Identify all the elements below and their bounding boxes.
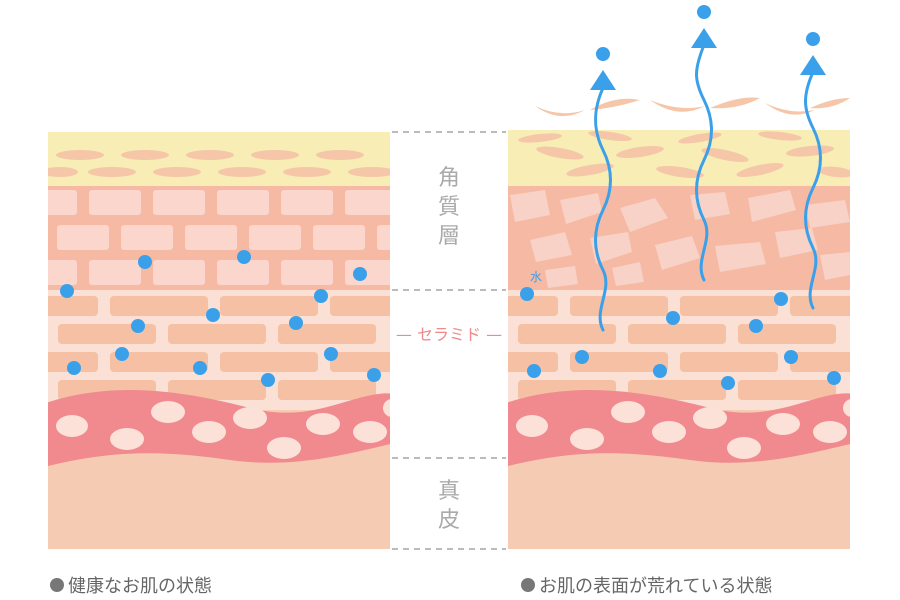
surface-flakes	[48, 150, 390, 177]
water-droplets-rough	[520, 287, 841, 390]
svg-text:質: 質	[438, 195, 460, 220]
arrow-up-icon	[800, 55, 826, 75]
stratum-corneum-label: 角 質 層	[438, 166, 460, 249]
healthy-skin-caption: 健康なお肌の状態	[50, 572, 212, 598]
svg-text:角: 角	[438, 166, 460, 191]
svg-text:層: 層	[438, 224, 460, 249]
ceramide-label: — セラミド —	[396, 325, 502, 344]
evaporation-arrow	[695, 43, 713, 282]
arrow-up-icon	[590, 70, 616, 90]
water-droplets-healthy	[60, 250, 381, 387]
svg-text:皮: 皮	[438, 508, 460, 533]
epidermis-cells	[508, 296, 850, 400]
rough-skin-caption: お肌の表面が荒れている状態	[521, 572, 772, 598]
evaporation-arrows	[594, 43, 822, 332]
evaporation-arrow	[804, 70, 822, 310]
peeling-flakes	[535, 97, 850, 117]
healthy-caption-text: 健康なお肌の状態	[68, 576, 212, 597]
arrow-heads	[590, 5, 826, 90]
layer-divider-lines	[392, 131, 506, 550]
basal-cells	[56, 399, 390, 459]
arrow-up-icon	[691, 28, 717, 48]
water-label: 水	[530, 270, 542, 284]
svg-text:真: 真	[438, 479, 460, 504]
evaporation-arrow	[594, 86, 612, 332]
dermis-label: 真 皮	[438, 479, 460, 533]
epidermis-cells	[48, 296, 390, 400]
basal-cells	[516, 399, 850, 459]
bullet-icon	[50, 578, 64, 592]
rough-caption-text: お肌の表面が荒れている状態	[539, 576, 773, 597]
rough-skin-panel	[508, 97, 850, 549]
corneum-cells	[48, 190, 390, 285]
healthy-skin-panel	[48, 132, 390, 549]
bullet-icon	[521, 578, 535, 592]
